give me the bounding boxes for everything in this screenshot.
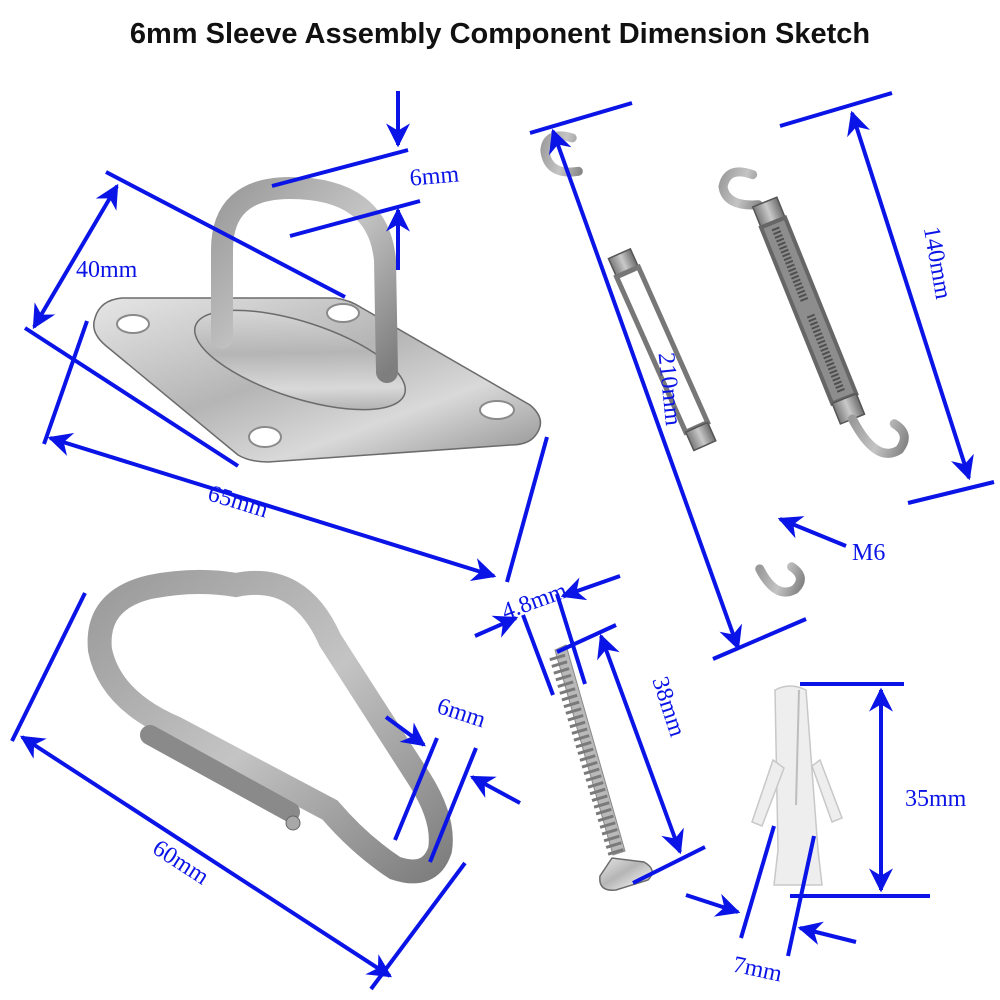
extension-line	[505, 436, 549, 583]
internal-thread	[806, 313, 846, 395]
pad-eye-loop	[211, 176, 398, 383]
extension-line	[393, 737, 439, 841]
arrow-inward	[560, 574, 621, 601]
dimension-line-40mm	[32, 183, 119, 330]
extension-line	[556, 623, 617, 654]
plug-body	[773, 685, 823, 886]
extension-line	[712, 617, 807, 661]
extension-line	[632, 845, 706, 885]
extension-line	[10, 592, 87, 742]
mounting-hole	[479, 400, 515, 420]
diagram-title: 6mm Sleeve Assembly Component Dimension …	[129, 18, 871, 50]
arrow-inward	[384, 715, 426, 747]
threaded-rod	[700, 441, 764, 573]
arrow-inward	[685, 893, 741, 917]
arrow-inward	[474, 615, 519, 638]
mounting-hole	[116, 314, 150, 334]
dimension-line-210mm	[548, 128, 743, 651]
dimension-line-38mm	[597, 633, 684, 855]
label-tb-thread: M6	[852, 540, 885, 566]
extension-line	[786, 835, 816, 957]
arrow-inward	[469, 775, 521, 805]
label-plug-dia: 7mm	[731, 952, 785, 988]
arrow-inward	[797, 921, 857, 945]
bottom-hook	[755, 562, 805, 597]
closed-body-frame	[758, 215, 859, 407]
dimension-line-65mm	[47, 432, 497, 582]
label-pad-rod: 6mm	[409, 161, 461, 191]
snap-hook	[87, 569, 453, 884]
extension-line	[521, 614, 555, 696]
threaded-rod	[577, 165, 624, 258]
dimension-line-140mm	[847, 110, 974, 481]
extension-line	[529, 101, 633, 135]
pad-eye-plate	[93, 176, 542, 463]
label-plug-len: 35mm	[905, 786, 967, 812]
screw-countersunk-head	[599, 857, 653, 891]
pad-eye-raised-center	[193, 309, 407, 411]
body-nut	[684, 421, 717, 452]
wall-plug-dimensions: 35mm 7mm	[685, 682, 967, 988]
plug-fin-right	[811, 758, 843, 823]
label-pad-length: 65mm	[205, 481, 272, 524]
extension-line	[779, 91, 893, 128]
label-hook-wire: 6mm	[434, 693, 489, 733]
turnbuckle-dimensions: 210mm 140mm M6	[529, 91, 995, 661]
label-screw-len: 38mm	[646, 674, 690, 741]
extension-line	[907, 480, 995, 505]
label-pad-width: 40mm	[76, 257, 138, 283]
plug-fin-left	[751, 758, 785, 827]
label-screw-dia: 4.8mm	[498, 578, 570, 626]
dimension-line-60mm	[19, 735, 393, 978]
extension-line	[271, 148, 409, 188]
extension-line	[42, 320, 89, 445]
label-tb-short: 140mm	[918, 224, 956, 301]
label-hook-length: 60mm	[148, 835, 214, 890]
extension-line	[428, 747, 478, 863]
arrow-thread-m6	[777, 516, 847, 548]
internal-thread	[771, 226, 809, 302]
mounting-hole	[326, 303, 360, 323]
extension-line	[105, 170, 346, 299]
extension-line	[555, 593, 587, 685]
extension-line	[739, 825, 776, 939]
wall-plug	[751, 685, 843, 886]
extension-line	[289, 199, 421, 238]
mounting-hole	[248, 426, 282, 448]
plug-slit	[795, 689, 800, 806]
gate-pin	[285, 815, 301, 831]
screw	[549, 644, 653, 891]
